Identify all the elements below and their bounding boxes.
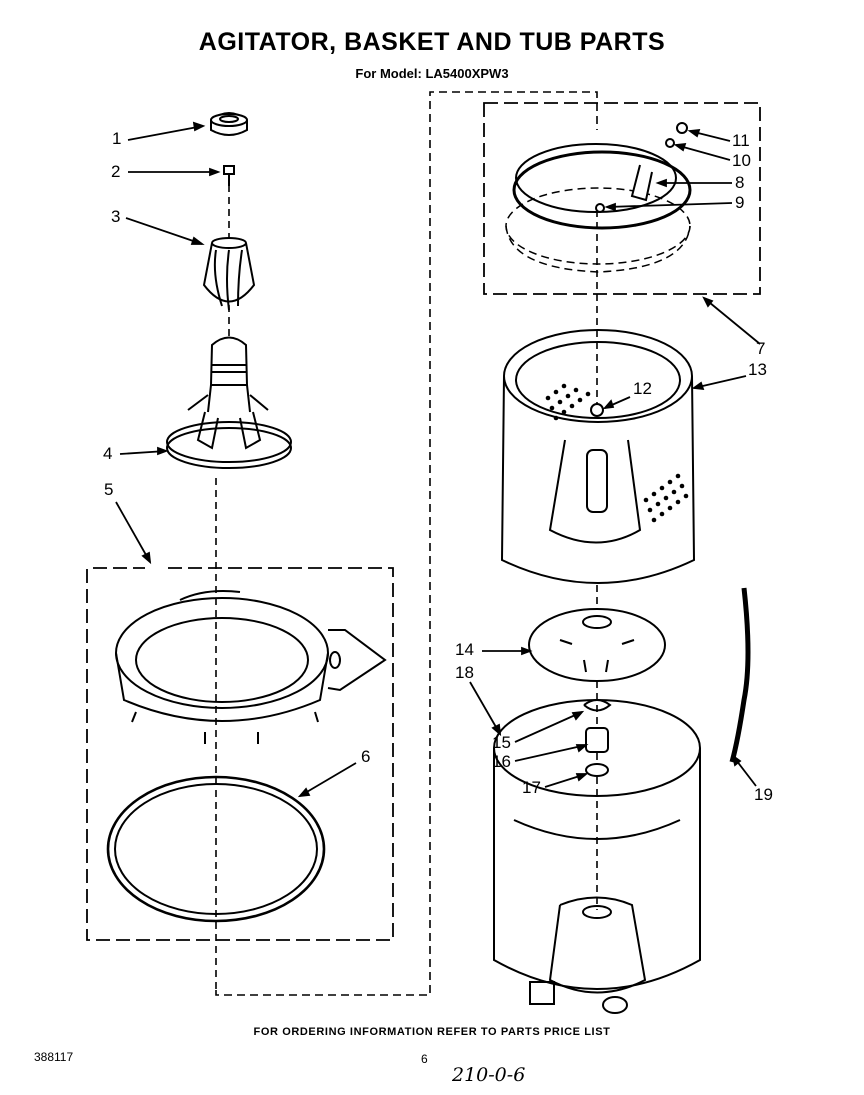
drive-plate-icon bbox=[528, 608, 666, 682]
assembly-connector-line bbox=[215, 91, 598, 996]
callout-18: 18 bbox=[455, 663, 474, 682]
cap-bolt-icon bbox=[223, 165, 235, 186]
callout-1: 1 bbox=[112, 129, 122, 148]
model-subtitle: For Model: LA5400XPW3 bbox=[355, 66, 509, 81]
agitator-cap-icon bbox=[210, 112, 248, 136]
callout-7: 7 bbox=[756, 339, 766, 358]
callout-12: 12 bbox=[633, 379, 652, 398]
ring-group-box bbox=[86, 567, 394, 941]
callout-9: 9 bbox=[735, 193, 745, 212]
callout-6: 6 bbox=[361, 747, 371, 766]
agitator-auger-icon bbox=[202, 237, 256, 311]
callout-10: 10 bbox=[732, 151, 751, 170]
tub-ring-icon bbox=[115, 590, 387, 744]
page-title: AGITATOR, BASKET AND TUB PARTS bbox=[198, 28, 666, 56]
ordering-info-note: FOR ORDERING INFORMATION REFER TO PARTS … bbox=[253, 1026, 611, 1038]
seal-ring-icon bbox=[106, 775, 326, 923]
callout-11: 11 bbox=[732, 131, 750, 150]
callout-3: 3 bbox=[111, 207, 121, 226]
callout-15: 15 bbox=[492, 733, 511, 752]
callout-19: 19 bbox=[754, 785, 773, 804]
handwritten-note: 210-0-6 bbox=[452, 1064, 526, 1086]
document-number: 388117 bbox=[34, 1050, 74, 1064]
hose-icon bbox=[729, 587, 751, 763]
callout-8: 8 bbox=[735, 173, 745, 192]
callout-2: 2 bbox=[111, 162, 121, 181]
callout-17: 17 bbox=[522, 778, 541, 797]
callout-4: 4 bbox=[103, 444, 113, 463]
assembly-center-lines bbox=[215, 185, 598, 990]
callout-16: 16 bbox=[492, 752, 511, 771]
agitator-base-icon bbox=[166, 336, 292, 469]
callout-13: 13 bbox=[748, 360, 767, 379]
leader-lines bbox=[115, 121, 761, 798]
basket-ring-group-box bbox=[483, 102, 761, 295]
spanner-nut-icon bbox=[583, 699, 612, 777]
page-number: 6 bbox=[421, 1052, 428, 1066]
callout-14: 14 bbox=[455, 640, 474, 659]
callout-5: 5 bbox=[104, 480, 114, 499]
balance-ring-icon bbox=[505, 122, 692, 273]
wash-basket-icon bbox=[500, 329, 696, 584]
outer-tub-icon bbox=[493, 699, 701, 1014]
